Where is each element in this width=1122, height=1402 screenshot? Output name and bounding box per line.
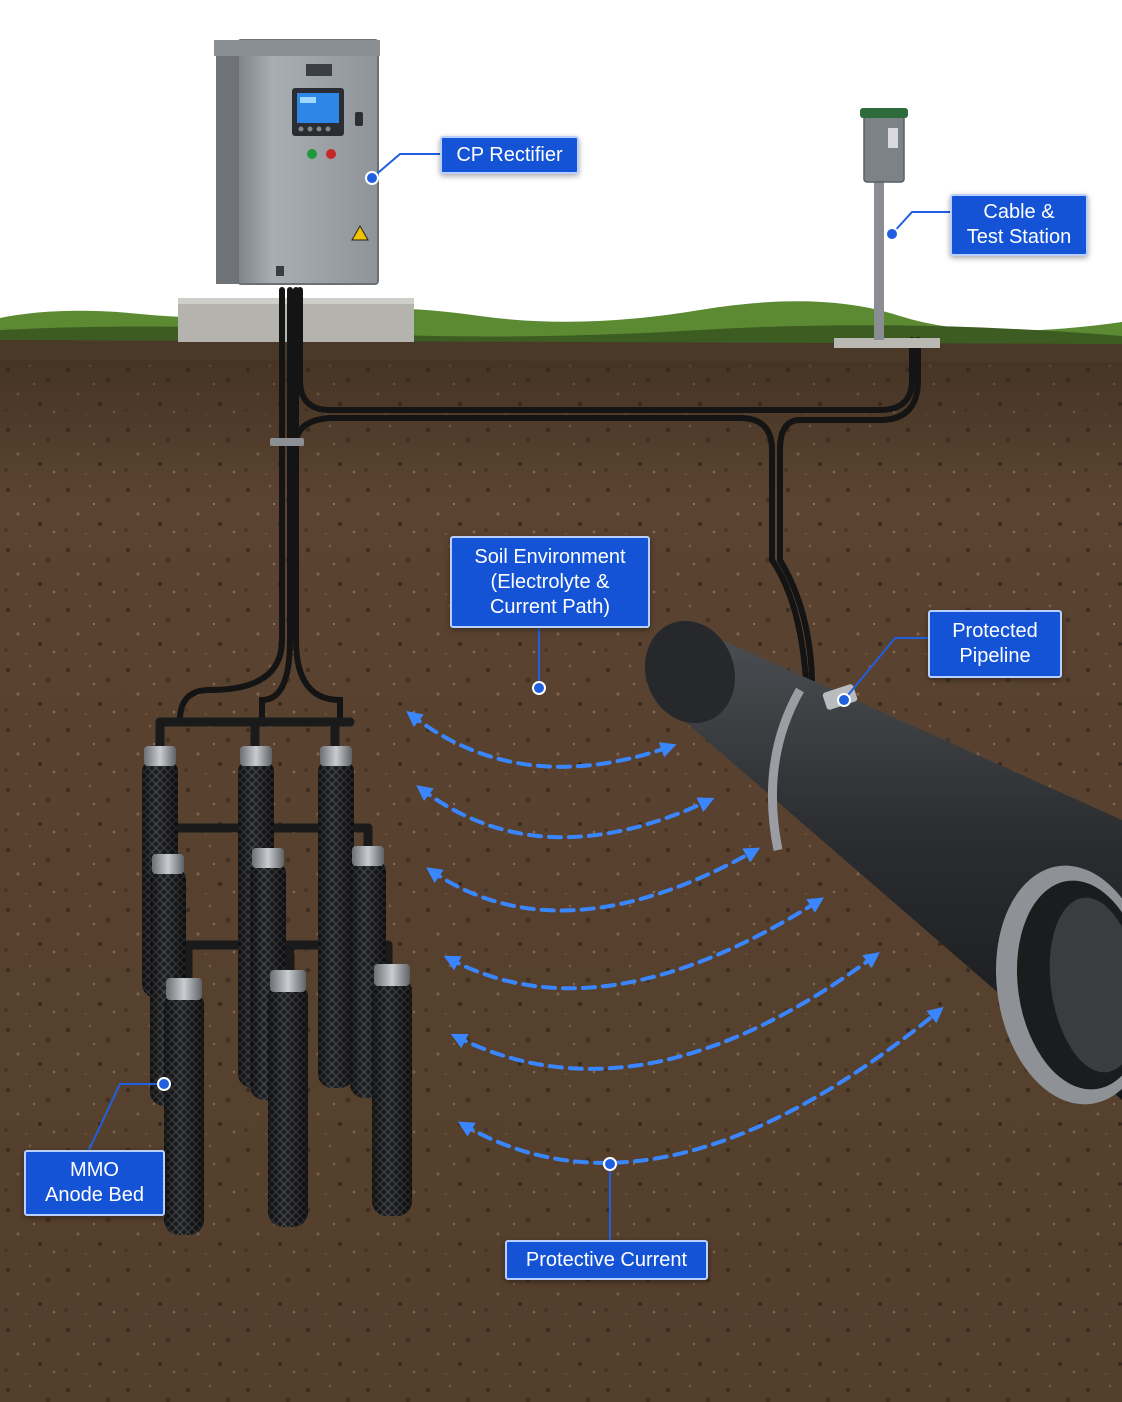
cable-clamp (270, 438, 304, 446)
cabinet-nameplate (306, 64, 332, 76)
soil-environment-label: Soil Environment (Electrolyte & Current … (450, 536, 650, 628)
label-line: Current Path) (490, 595, 610, 620)
label-line: MMO (70, 1158, 119, 1183)
protected-pipeline-label: Protected Pipeline (928, 610, 1062, 678)
anode-rod (164, 978, 204, 1235)
anode-rod (268, 970, 308, 1227)
cp-rectifier-cabinet (214, 40, 380, 284)
label-line: Protected (952, 619, 1038, 644)
grass-strip (0, 301, 1122, 362)
cp-rectifier-label: CP Rectifier (440, 136, 579, 174)
label-line: (Electrolyte & (491, 570, 610, 595)
label-line: Soil Environment (474, 545, 625, 570)
cabinet-door-latch (355, 112, 363, 126)
red-indicator-button (326, 149, 336, 159)
green-indicator-button (307, 149, 317, 159)
test-station-label: Cable & Test Station (950, 194, 1088, 256)
mmo-anode-bed-label: MMO Anode Bed (24, 1150, 165, 1216)
anode-rod (372, 964, 412, 1216)
label-line: Test Station (967, 225, 1072, 250)
label-line: Anode Bed (45, 1183, 144, 1208)
protective-current-label: Protective Current (505, 1240, 708, 1280)
label-line: CP Rectifier (456, 143, 562, 168)
label-line: Pipeline (959, 644, 1030, 669)
anode-rod (318, 746, 354, 1088)
label-line: Protective Current (526, 1248, 687, 1273)
label-line: Cable & (983, 200, 1054, 225)
